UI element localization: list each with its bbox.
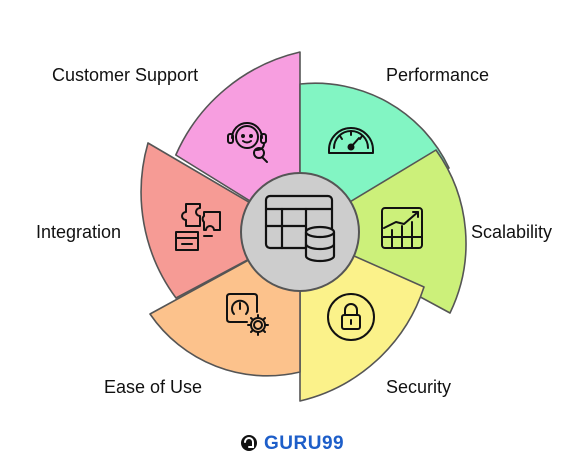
label-integration: Integration: [36, 222, 122, 242]
center-hub: [240, 172, 360, 292]
brand-name: GURU99: [264, 433, 345, 454]
label-customer-support: Customer Support: [52, 65, 199, 85]
guru99-logo-icon: [241, 435, 257, 451]
label-ease-of-use: Ease of Use: [104, 377, 203, 397]
puzzle-pieces-icon: [175, 203, 221, 251]
settings-gear-icon: [226, 293, 269, 336]
label-security: Security: [386, 377, 452, 397]
speedometer-icon: [328, 127, 374, 154]
label-performance: Performance: [386, 65, 490, 85]
label-scalability: Scalability: [471, 222, 553, 242]
padlock-icon: [327, 293, 375, 341]
brand-logo: GURU99: [243, 432, 344, 456]
database-table-icon: [264, 194, 336, 263]
growth-chart-icon: [381, 207, 423, 249]
headset-support-icon: [227, 122, 268, 163]
